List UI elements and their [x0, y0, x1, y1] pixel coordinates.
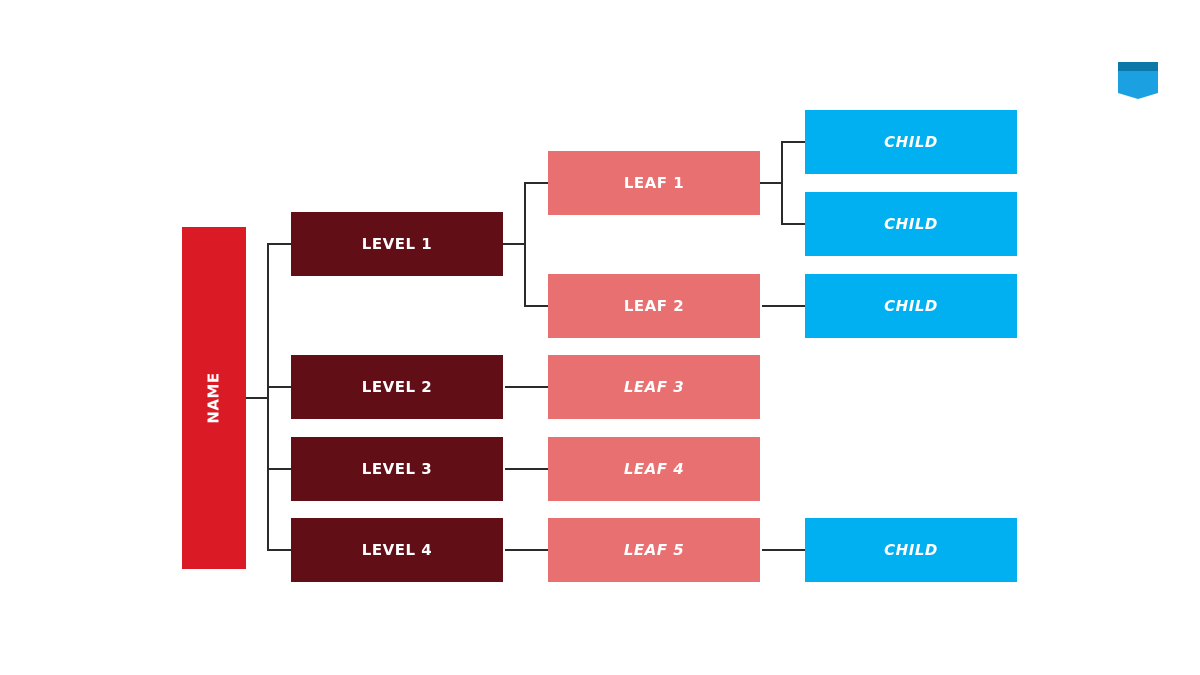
leaf-label: LEAF 2	[623, 297, 685, 315]
level-label: LEVEL 1	[361, 235, 433, 253]
level-node-4: LEVEL 4	[291, 518, 503, 582]
level-label: LEVEL 4	[361, 541, 433, 559]
level-label: LEVEL 3	[361, 460, 433, 478]
leaf-label: LEAF 4	[623, 460, 685, 478]
connector-to-leaf-2	[524, 305, 548, 307]
child-label: CHILD	[884, 541, 938, 559]
leaf-label: LEAF 3	[623, 378, 685, 396]
level-node-1: LEVEL 1	[291, 212, 503, 276]
root-node: NAME	[182, 227, 246, 569]
connector-to-level-2	[267, 386, 291, 388]
connector-level-1-spine	[524, 182, 526, 306]
connector-to-child-1	[781, 141, 805, 143]
connector-level-3-to-leaf-4	[505, 468, 548, 470]
child-label: CHILD	[884, 133, 938, 151]
leaf-node-1: LEAF 1	[548, 151, 760, 215]
leaf-node-5: LEAF 5	[548, 518, 760, 582]
level-label: LEVEL 2	[361, 378, 433, 396]
leaf-node-4: LEAF 4	[548, 437, 760, 501]
child-node-1: CHILD	[805, 110, 1017, 174]
connector-to-leaf-1	[524, 182, 548, 184]
level-node-2: LEVEL 2	[291, 355, 503, 419]
connector-to-level-1	[267, 243, 291, 245]
child-node-4: CHILD	[805, 518, 1017, 582]
connector-root-stub	[246, 397, 268, 399]
child-node-3: CHILD	[805, 274, 1017, 338]
level-node-3: LEVEL 3	[291, 437, 503, 501]
connector-to-child-2	[781, 223, 805, 225]
bookmark-ribbon-icon	[1118, 62, 1158, 99]
child-node-2: CHILD	[805, 192, 1017, 256]
connector-root-spine	[267, 243, 269, 551]
connector-level-2-to-leaf-3	[505, 386, 548, 388]
connector-leaf-1-stub	[760, 182, 782, 184]
connector-leaf-2-to-child-3	[762, 305, 805, 307]
leaf-node-3: LEAF 3	[548, 355, 760, 419]
connector-to-level-3	[267, 468, 291, 470]
leaf-node-2: LEAF 2	[548, 274, 760, 338]
connector-leaf-1-spine	[781, 141, 783, 225]
connector-to-level-4	[267, 549, 291, 551]
connector-leaf-5-to-child-4	[762, 549, 805, 551]
leaf-label: LEAF 5	[623, 541, 685, 559]
root-label: NAME	[205, 372, 223, 424]
connector-level-4-to-leaf-5	[505, 549, 548, 551]
child-label: CHILD	[884, 215, 938, 233]
connector-level-1-stub	[503, 243, 525, 245]
child-label: CHILD	[884, 297, 938, 315]
leaf-label: LEAF 1	[623, 174, 685, 192]
